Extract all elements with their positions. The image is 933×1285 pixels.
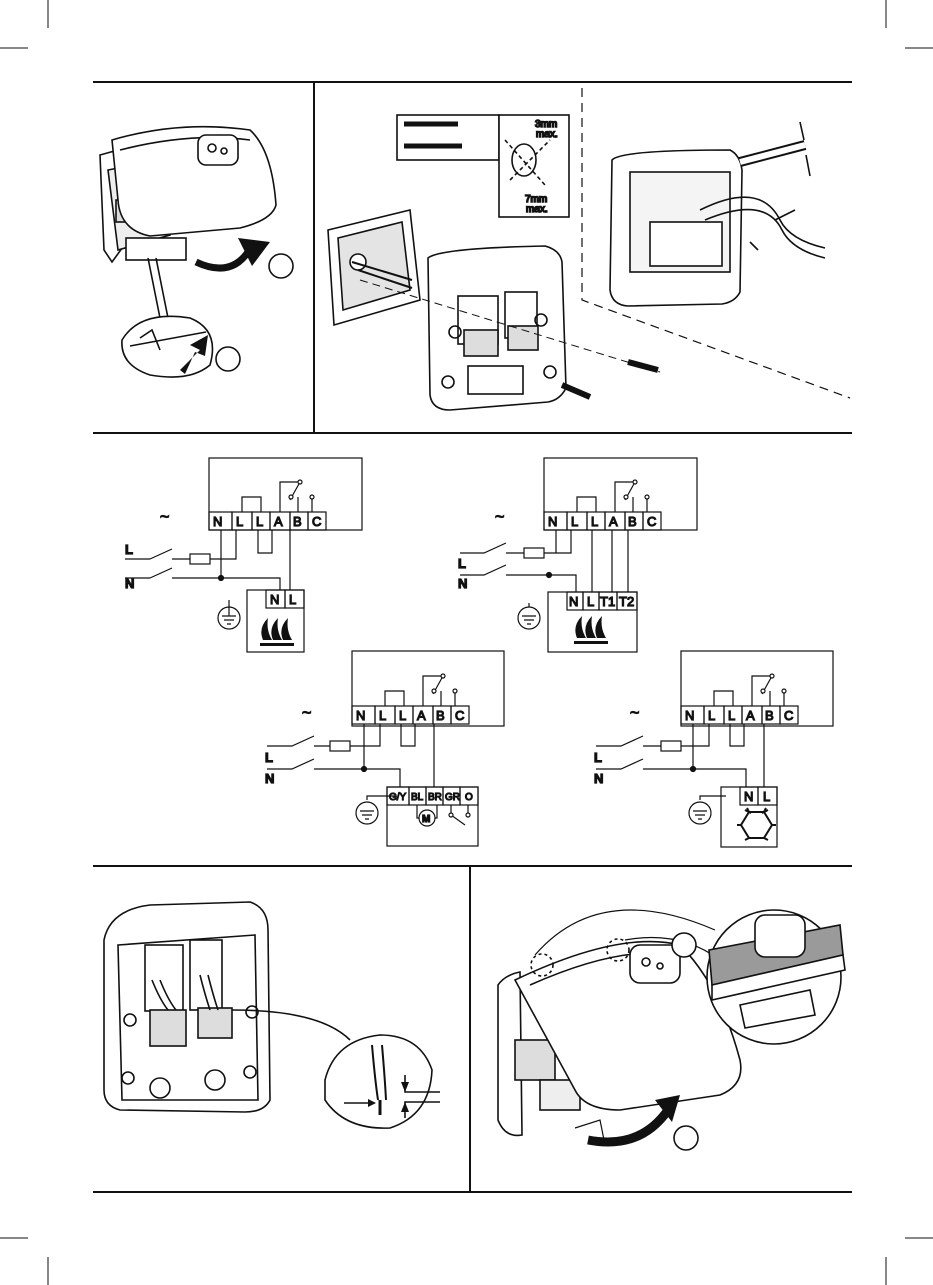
terminal-l: L bbox=[728, 708, 735, 723]
terminal-n: N bbox=[213, 514, 222, 529]
boiler-terminal-n: N bbox=[270, 592, 279, 607]
live-label: L bbox=[265, 750, 273, 765]
boiler-terminal-t1: T1 bbox=[600, 594, 615, 609]
motor-label: M bbox=[422, 814, 430, 825]
step-circle-2 bbox=[269, 254, 293, 278]
panel-wire-stripping bbox=[104, 902, 440, 1128]
terminal-l: L bbox=[571, 514, 578, 529]
panel-wall-mount: 3mm max. 7mm max. bbox=[328, 88, 850, 410]
step-circle-1 bbox=[672, 933, 696, 957]
shaft-clearance-unit: max. bbox=[526, 204, 548, 215]
step-circle-2 bbox=[674, 1126, 698, 1150]
earth-icon bbox=[689, 802, 711, 824]
terminal-a: A bbox=[609, 514, 618, 529]
terminal-c: C bbox=[647, 514, 656, 529]
screwdriver-icon bbox=[148, 258, 168, 318]
valve-terminal-o: O bbox=[465, 792, 473, 803]
valve-terminal-br: BR bbox=[428, 792, 442, 803]
ac-symbol: ~ bbox=[495, 509, 504, 526]
terminal-l: L bbox=[236, 514, 243, 529]
terminal-b: B bbox=[628, 514, 637, 529]
panel-attach-cover bbox=[498, 910, 845, 1150]
boiler-terminal-n: N bbox=[569, 594, 578, 609]
live-label: L bbox=[125, 542, 133, 557]
step-circle-1 bbox=[216, 347, 240, 371]
ac-symbol: ~ bbox=[160, 509, 169, 526]
neutral-label: N bbox=[265, 771, 274, 786]
earth-icon bbox=[356, 802, 378, 824]
live-label: L bbox=[594, 750, 602, 765]
terminal-l: L bbox=[591, 514, 598, 529]
ac-symbol: ~ bbox=[630, 705, 639, 722]
terminal-a: A bbox=[417, 708, 426, 723]
terminal-n: N bbox=[685, 708, 694, 723]
terminal-c: C bbox=[312, 514, 321, 529]
terminal-a: A bbox=[274, 514, 283, 529]
neutral-label: N bbox=[594, 771, 603, 786]
terminal-n: N bbox=[356, 708, 365, 723]
terminal-c: C bbox=[784, 708, 793, 723]
terminal-l: L bbox=[708, 708, 715, 723]
valve-terminal-bl: BL bbox=[411, 792, 424, 803]
rotate-arrow-icon bbox=[588, 1110, 668, 1142]
valve-terminal-gr: GR bbox=[445, 792, 460, 803]
wiring-diagram-3: ~ N L L A B C L N G/Y BL BR GR O M bbox=[265, 651, 504, 846]
wiring-diagram-4: ~ N L L A B C L N N L bbox=[594, 651, 833, 847]
neutral-label: N bbox=[458, 576, 467, 591]
terminal-c: C bbox=[455, 708, 464, 723]
terminal-l: L bbox=[379, 708, 386, 723]
terminal-b: B bbox=[293, 514, 302, 529]
terminal-l: L bbox=[256, 514, 263, 529]
cooler-terminal-l: L bbox=[763, 789, 770, 804]
terminal-b: B bbox=[436, 708, 445, 723]
terminal-l: L bbox=[399, 708, 406, 723]
cooler-terminal-n: N bbox=[744, 789, 753, 804]
boiler-terminal-t2: T2 bbox=[619, 594, 634, 609]
head-clearance-unit: max. bbox=[536, 129, 558, 140]
valve-terminal-gy: G/Y bbox=[389, 792, 407, 803]
ac-symbol: ~ bbox=[302, 705, 311, 722]
panel-remove-cover bbox=[100, 127, 293, 377]
terminal-b: B bbox=[765, 708, 774, 723]
terminal-n: N bbox=[548, 514, 557, 529]
live-label: L bbox=[458, 556, 466, 571]
earth-icon bbox=[518, 607, 540, 629]
wiring-diagram-1: ~ N L L A B C L N N L bbox=[125, 458, 362, 652]
boiler-terminal-l: L bbox=[289, 592, 296, 607]
boiler-terminal-l: L bbox=[587, 594, 594, 609]
wiring-diagram-2: ~ N L L A B C L N N L T1 T2 bbox=[458, 458, 697, 652]
rotate-arrow-icon bbox=[196, 252, 248, 268]
terminal-a: A bbox=[746, 708, 755, 723]
